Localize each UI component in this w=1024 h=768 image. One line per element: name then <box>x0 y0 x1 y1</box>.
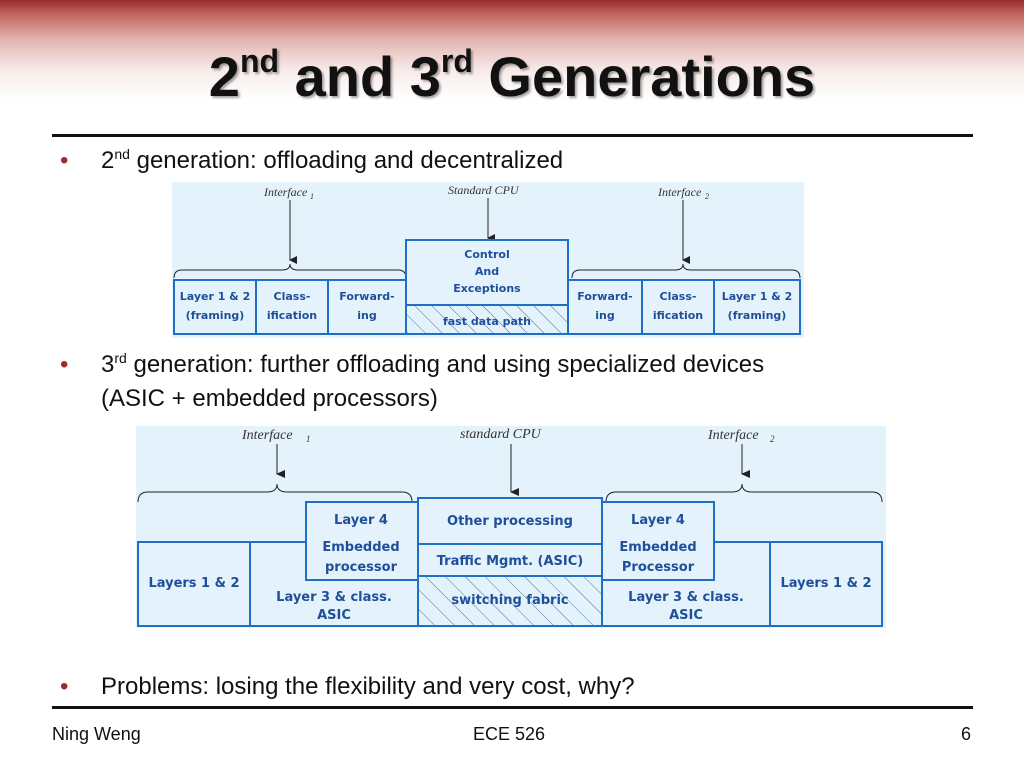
svg-text:Processor: Processor <box>622 560 695 575</box>
svg-text:Interface: Interface <box>657 185 702 199</box>
svg-text:Interface: Interface <box>241 428 293 443</box>
svg-text:1: 1 <box>306 434 311 444</box>
footer-author: Ning Weng <box>52 724 141 744</box>
left-brace <box>173 263 407 279</box>
classification-left-box <box>255 279 329 335</box>
traffic-mgmt-box <box>417 543 603 577</box>
right-brace <box>571 263 801 279</box>
svg-text:fast data path: fast data path <box>443 315 531 328</box>
forwarding-right-box <box>567 279 643 335</box>
bullet-marker: • <box>60 351 69 378</box>
svg-text:ing: ing <box>357 309 376 322</box>
svg-text:Layer 4: Layer 4 <box>334 513 388 528</box>
footer-divider <box>52 706 973 709</box>
svg-text:Forward-: Forward- <box>339 290 395 303</box>
embedded-left-box <box>305 501 419 581</box>
svg-text:Layer 3 & class.: Layer 3 & class. <box>628 590 744 605</box>
embedded-right-box <box>601 501 715 581</box>
classification-right-box <box>641 279 715 335</box>
svg-text:(framing): (framing) <box>186 309 245 322</box>
svg-text:Traffic Mgmt. (ASIC): Traffic Mgmt. (ASIC) <box>437 554 584 569</box>
svg-text:ification: ification <box>653 309 703 322</box>
svg-text:switching fabric: switching fabric <box>451 593 568 608</box>
svg-text:Layers 1 & 2: Layers 1 & 2 <box>780 576 871 591</box>
second-generation-diagram: Interface 1 Standard CPU Interface 2 Con… <box>172 182 804 338</box>
svg-text:processor: processor <box>325 560 398 575</box>
bullet-marker: • <box>60 147 69 174</box>
title-divider <box>52 134 973 137</box>
slide-title: 2nd and 3rd Generations <box>208 43 816 108</box>
svg-text:ASIC: ASIC <box>669 608 703 623</box>
interface-1-label: Interface 1 <box>263 185 314 201</box>
svg-text:Layer 3 & class.: Layer 3 & class. <box>276 590 392 605</box>
interface-2-label: Interface 2 <box>657 185 709 201</box>
svg-text:Layer 1 & 2: Layer 1 & 2 <box>180 290 251 303</box>
svg-text:Class-: Class- <box>660 290 697 303</box>
svg-text:And: And <box>475 265 499 278</box>
svg-text:Forward-: Forward- <box>577 290 633 303</box>
svg-text:Layer 1 & 2: Layer 1 & 2 <box>722 290 793 303</box>
svg-text:Control: Control <box>464 248 509 261</box>
svg-text:2: 2 <box>770 434 775 444</box>
svg-text:Interface: Interface <box>263 185 308 199</box>
svg-text:Exceptions: Exceptions <box>453 282 521 295</box>
third-generation-diagram: Interface 1 standard CPU Interface 2 Lay… <box>136 426 886 628</box>
svg-text:Interface: Interface <box>707 428 759 443</box>
svg-text:ing: ing <box>595 309 614 322</box>
right-brace <box>605 483 883 503</box>
control-box <box>405 239 569 306</box>
svg-text:Layer 4: Layer 4 <box>631 513 685 528</box>
forwarding-left-box <box>327 279 407 335</box>
other-processing-box <box>417 497 603 545</box>
footer-page-number: 6 <box>961 724 972 744</box>
interface-2-label: Interface 2 <box>707 428 775 444</box>
svg-text:Embedded: Embedded <box>322 540 399 555</box>
svg-text:Class-: Class- <box>274 290 311 303</box>
bullet-marker: • <box>60 673 69 700</box>
standard-cpu-label: Standard CPU <box>448 183 520 197</box>
svg-text:ASIC: ASIC <box>317 608 351 623</box>
layer12-right-box <box>713 279 801 335</box>
svg-text:1: 1 <box>310 192 314 201</box>
title-band <box>0 0 1024 140</box>
svg-text:ification: ification <box>267 309 317 322</box>
svg-text:(framing): (framing) <box>728 309 787 322</box>
svg-text:2: 2 <box>705 192 709 201</box>
left-brace <box>137 483 413 503</box>
interface-1-label: Interface 1 <box>241 428 311 444</box>
standard-cpu-label: standard CPU <box>460 427 542 442</box>
svg-text:Layers 1 & 2: Layers 1 & 2 <box>148 576 239 591</box>
footer-course: ECE 526 <box>473 724 546 744</box>
svg-text:Other processing: Other processing <box>447 514 573 529</box>
layer12-left-box <box>173 279 257 335</box>
layers12-right-box <box>769 541 883 627</box>
svg-text:Embedded: Embedded <box>619 540 696 555</box>
